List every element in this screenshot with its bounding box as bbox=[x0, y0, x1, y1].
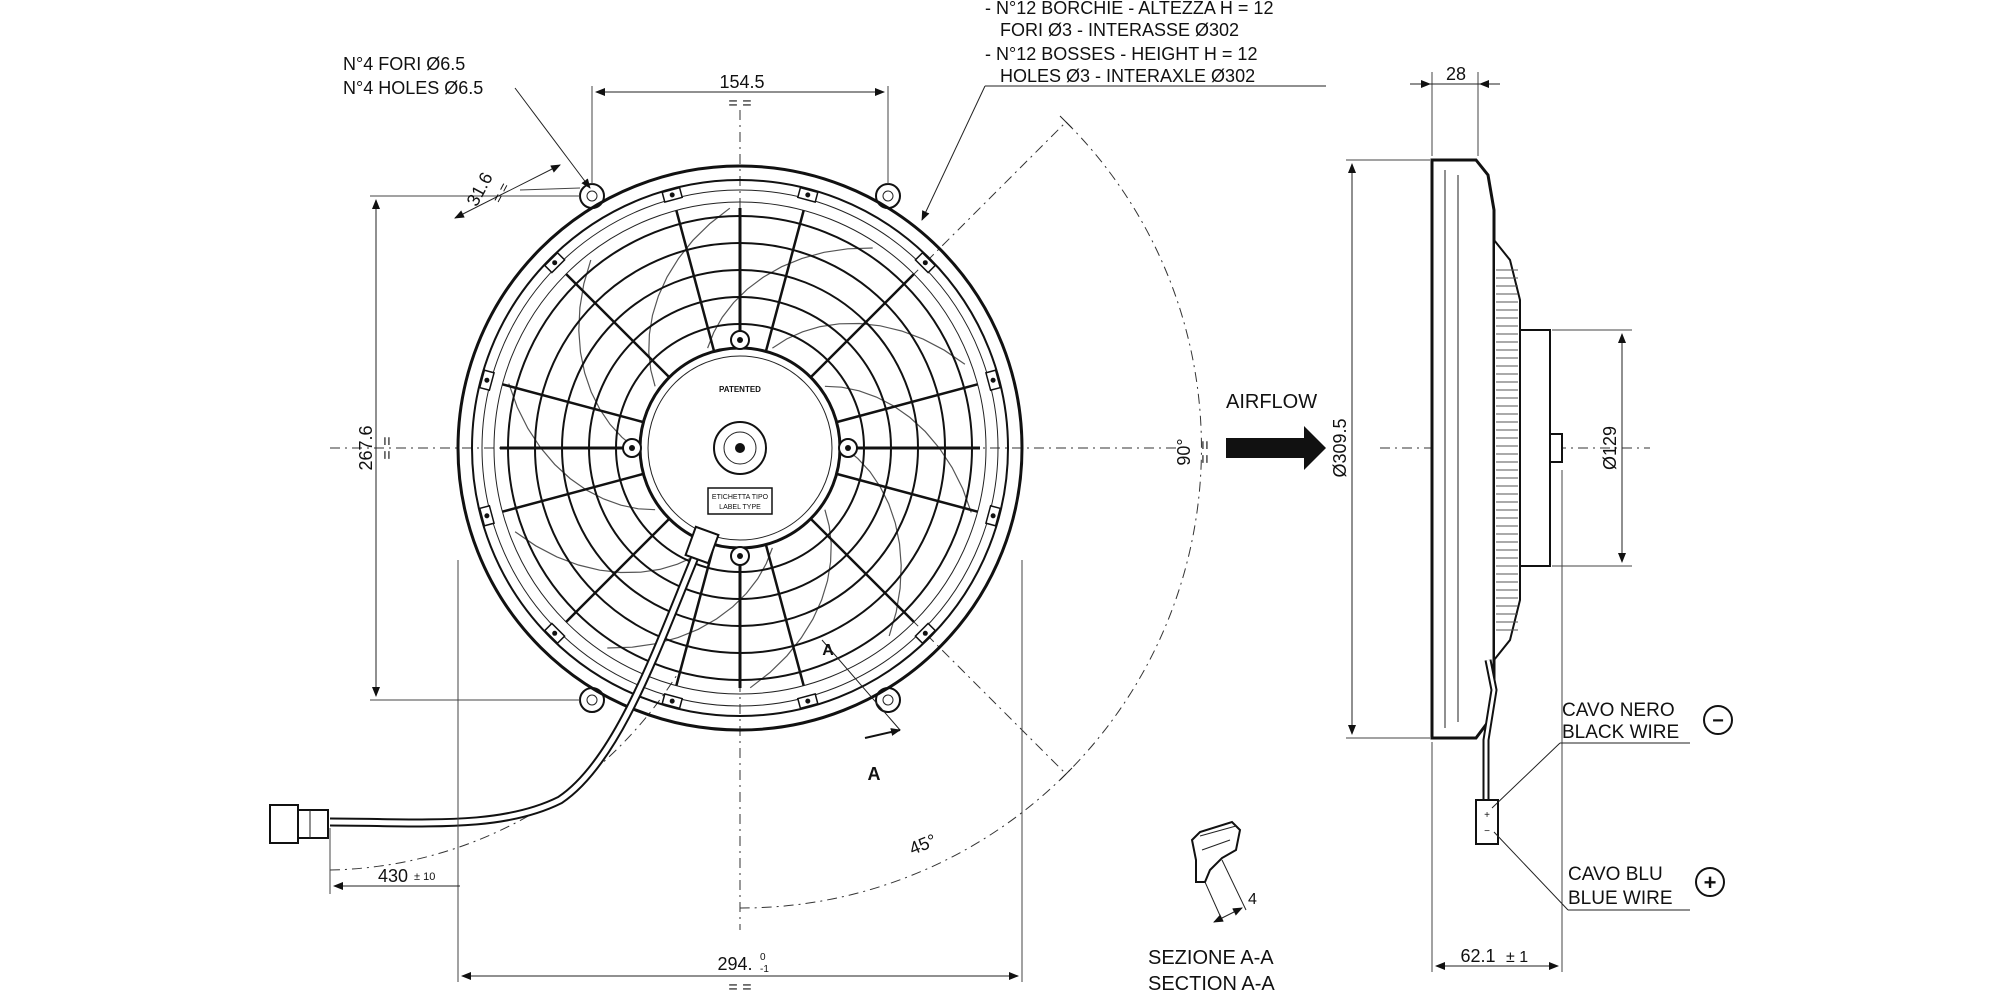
bosses-note-en-2: HOLES Ø3 - INTERAXLE Ø302 bbox=[1000, 66, 1255, 86]
connector bbox=[269, 804, 329, 844]
dim-309-5: Ø309.5 bbox=[1330, 159, 1430, 739]
dim-overall-tol-lower: -1 bbox=[760, 964, 769, 975]
hub-label-en: LABEL TYPE bbox=[719, 504, 761, 511]
side-connector bbox=[1475, 799, 1499, 845]
svg-text:+: + bbox=[1484, 810, 1490, 821]
black-wire-en: BLACK WIRE bbox=[1562, 722, 1679, 743]
section-title-it: SEZIONE A-A bbox=[1148, 947, 1274, 969]
tick-ne bbox=[1059, 115, 1073, 129]
holes-note-it: N°4 FORI Ø6.5 bbox=[343, 54, 465, 74]
bosses-note: - N°12 BORCHIE - ALTEZZA H = 12 FORI Ø3 … bbox=[921, 0, 1326, 221]
dim-62-1: 62.1 ± 1 bbox=[1431, 470, 1563, 972]
svg-text:−: − bbox=[1484, 826, 1490, 837]
minus-icon bbox=[1703, 705, 1733, 735]
side-dim-motor: Ø129 bbox=[1600, 426, 1620, 470]
motor-hub: PATENTED ETICHETTA TIPO LABEL TYPE bbox=[622, 330, 858, 566]
dim-28: 28 bbox=[1410, 64, 1500, 156]
side-dim-diameter: Ø309.5 bbox=[1330, 418, 1350, 477]
airflow-label: AIRFLOW bbox=[1226, 391, 1317, 413]
blue-wire-en: BLUE WIRE bbox=[1568, 888, 1673, 909]
cable-arc bbox=[329, 669, 681, 871]
dim-430: 430 ± 10 bbox=[329, 828, 460, 894]
equal-mark-left: = = bbox=[379, 436, 396, 459]
black-wire-callout: CAVO NERO BLACK WIRE − bbox=[1491, 700, 1733, 809]
dim-154-5: 154.5 = = bbox=[591, 72, 889, 184]
plus-icon bbox=[1695, 867, 1725, 897]
side-dim-overall-depth-tol: ± 1 bbox=[1506, 949, 1528, 966]
bosses-note-en-1: - N°12 BOSSES - HEIGHT H = 12 bbox=[985, 44, 1257, 64]
blue-wire-it: CAVO BLU bbox=[1568, 864, 1663, 885]
side-fins bbox=[1496, 269, 1518, 631]
mounting-bosses bbox=[478, 186, 1002, 710]
angle-90-label: 90° bbox=[1174, 438, 1194, 465]
black-wire-it: CAVO NERO bbox=[1562, 700, 1675, 721]
equal-mark-top: = = bbox=[728, 95, 751, 112]
dim-cable-tol: ± 10 bbox=[414, 871, 435, 883]
blue-wire-callout: CAVO BLU BLUE WIRE + bbox=[1493, 831, 1725, 911]
section-title-en: SECTION A-A bbox=[1148, 973, 1275, 995]
minus-symbol: − bbox=[1712, 710, 1724, 732]
hub-text-patented: PATENTED bbox=[719, 385, 761, 394]
dim-294: 294. 0 -1 = = bbox=[457, 560, 1023, 996]
side-dim-28: 28 bbox=[1446, 64, 1466, 84]
dim-cable: 430 bbox=[378, 866, 408, 886]
section-marker-top: A bbox=[822, 642, 834, 659]
bosses-note-it-1: - N°12 BORCHIE - ALTEZZA H = 12 bbox=[985, 0, 1273, 18]
side-dim-overall-depth: 62.1 bbox=[1460, 946, 1495, 966]
dim-offset: 31.6 bbox=[463, 169, 497, 209]
dim-31-6: 31.6 = = bbox=[454, 164, 581, 219]
hub-label-it: ETICHETTA TIPO bbox=[712, 494, 769, 501]
front-view: PATENTED ETICHETTA TIPO LABEL TYPE A A bbox=[269, 0, 1326, 996]
guard-spokes bbox=[500, 208, 980, 688]
power-cable bbox=[329, 525, 720, 828]
section-dim-4: 4 bbox=[1248, 891, 1257, 908]
fan-frame bbox=[456, 164, 1024, 732]
side-frame bbox=[1430, 158, 1496, 740]
airflow-indicator: AIRFLOW bbox=[1226, 391, 1326, 470]
angle-arc-45 bbox=[739, 773, 1067, 909]
tick-se bbox=[1059, 767, 1073, 781]
dim-overall-tol-upper: 0 bbox=[760, 952, 766, 963]
angle-45-label: 45° bbox=[906, 830, 939, 859]
side-motor bbox=[1519, 329, 1551, 567]
dim-overall-width: 294. bbox=[717, 954, 752, 974]
plus-symbol: + bbox=[1704, 870, 1717, 895]
section-marker-bottom: A bbox=[868, 764, 881, 784]
bosses-note-it-2: FORI Ø3 - INTERASSE Ø302 bbox=[1000, 20, 1239, 40]
section-cut-line: A A bbox=[821, 639, 901, 784]
dim-width-top: 154.5 bbox=[719, 72, 764, 92]
dim-129: Ø129 bbox=[1552, 329, 1632, 567]
equal-mark-bottom: = = bbox=[728, 979, 751, 996]
holes-note-en: N°4 HOLES Ø6.5 bbox=[343, 78, 483, 98]
fan-blades bbox=[508, 207, 972, 689]
dim-height-left: 267.6 bbox=[356, 425, 376, 470]
section-a-a: 4 SEZIONE A-A SECTION A-A bbox=[1148, 820, 1275, 995]
side-view: + − 28 Ø309.5 Ø129 bbox=[1330, 64, 1733, 972]
equal-mark-angle: = = bbox=[1197, 440, 1214, 463]
holes-note: N°4 FORI Ø6.5 N°4 HOLES Ø6.5 bbox=[343, 54, 591, 189]
